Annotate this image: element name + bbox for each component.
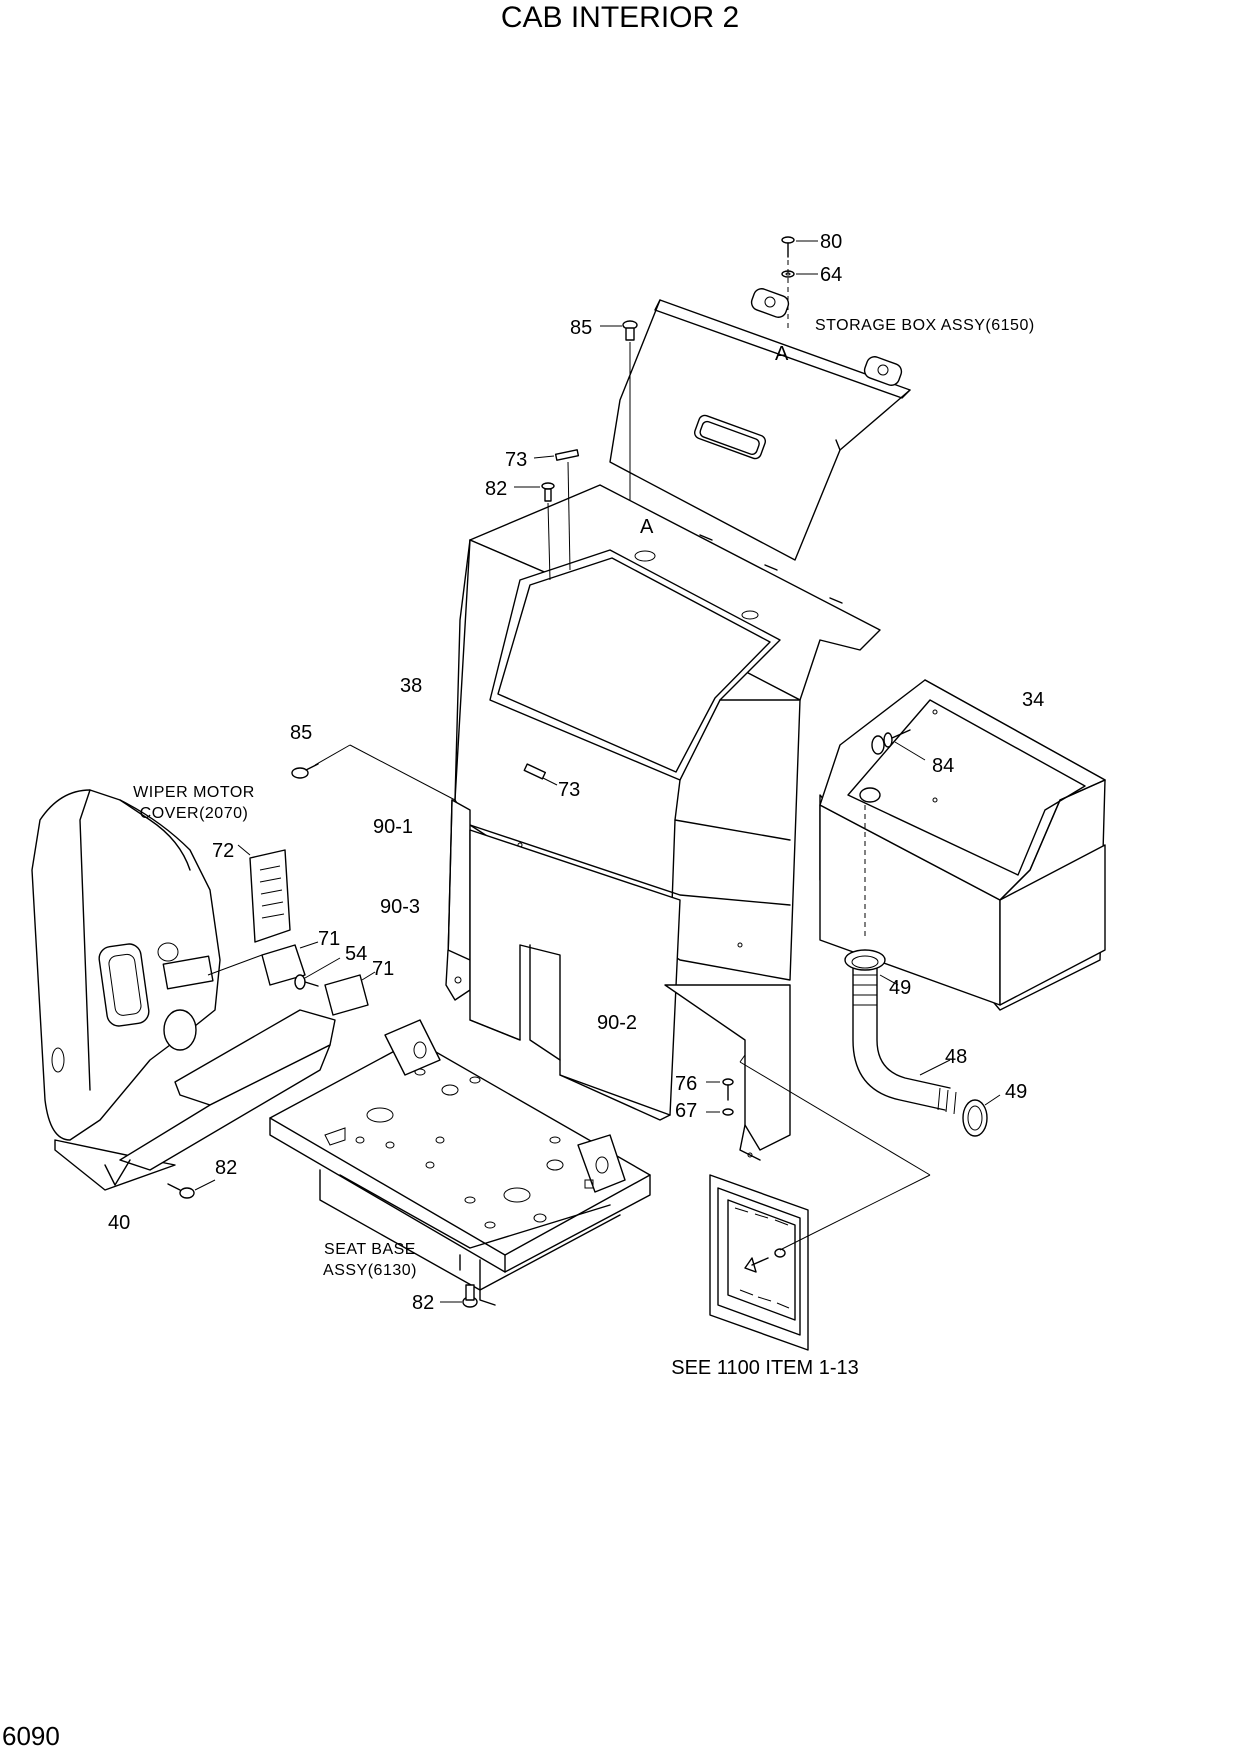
callout-40: 40 [108, 1212, 130, 1234]
wiper-motor-cover-note-line1: WIPER MOTOR [133, 784, 255, 801]
callout-73-lower: 73 [558, 779, 580, 801]
bolt-80-icon [781, 236, 818, 258]
hinge-left [750, 288, 790, 318]
view-a-marker-panel: A [640, 516, 654, 538]
see-reference-note: SEE 1100 ITEM 1-13 [671, 1357, 859, 1379]
cover-40-rail [104, 1009, 336, 1186]
panel-90-2 [469, 829, 681, 1121]
callout-82-top: 82 [485, 478, 507, 500]
callout-71-lower: 71 [372, 958, 394, 980]
callout-54: 54 [345, 943, 367, 965]
callout-73-top: 73 [505, 449, 527, 471]
storage-box-assy-note: STORAGE BOX ASSY(6150) [815, 317, 1035, 334]
bolt-85-top-icon [600, 320, 638, 500]
bolt-76-icon [706, 1078, 734, 1101]
clip-73-lower-icon [523, 763, 558, 786]
clip-73-top-icon [533, 449, 580, 571]
bolt-84-icon [871, 729, 926, 761]
wing-screw-icon [744, 1248, 786, 1273]
callout-67: 67 [675, 1100, 697, 1122]
callout-90-2: 90-2 [597, 1012, 637, 1034]
seat-base-assy-note-line2: ASSY(6130) [323, 1262, 417, 1279]
access-cover-panel [709, 1174, 809, 1351]
vent-72-icon [237, 844, 291, 943]
view-a-marker-top: A [775, 343, 789, 365]
side-panel [664, 984, 791, 1161]
washer-64-icon [781, 270, 818, 278]
duct-71-upper [261, 941, 319, 986]
drain-hose-48 [852, 964, 957, 1115]
seat-base-plate [269, 1019, 651, 1273]
callout-72: 72 [212, 840, 234, 862]
screw-54-icon [294, 957, 341, 990]
page-number: 6090 [2, 1721, 60, 1751]
callout-71-upper: 71 [318, 928, 340, 950]
hinge-right [863, 356, 903, 386]
wiper-motor-cover-note-line2: COVER(2070) [140, 805, 249, 822]
callout-84: 84 [932, 755, 954, 777]
seat-base-assy-note-line1: SEAT BASE [324, 1241, 416, 1258]
callout-49-end: 49 [1005, 1081, 1027, 1103]
hose-clamp-49-end [962, 1099, 988, 1137]
callout-38: 38 [400, 675, 422, 697]
screw-82-left-icon [167, 1179, 216, 1199]
storage-box-lid [609, 288, 911, 561]
callout-85-left: 85 [290, 722, 312, 744]
hose-clamp-49-top [844, 949, 886, 971]
wiper-motor-cover-40 [31, 789, 221, 1191]
callout-82-left: 82 [215, 1157, 237, 1179]
callout-64: 64 [820, 264, 842, 286]
callout-76: 76 [675, 1073, 697, 1095]
bracket-90-3 [445, 949, 471, 1001]
callout-34: 34 [1022, 689, 1044, 711]
callout-82-bottom: 82 [412, 1292, 434, 1314]
callout-85-top: 85 [570, 317, 592, 339]
callout-48: 48 [945, 1046, 967, 1068]
bolt-85-left-icon [291, 763, 319, 779]
callout-90-3: 90-3 [380, 896, 420, 918]
screw-82-bottom-icon [440, 1284, 478, 1308]
washer-67-icon [706, 1108, 734, 1116]
seat-base-rails [319, 1169, 621, 1306]
screw-82-top-icon [514, 482, 555, 581]
callout-80: 80 [820, 231, 842, 253]
callout-49-top: 49 [889, 977, 911, 999]
duct-71-lower [324, 971, 376, 1016]
diagram-title: CAB INTERIOR 2 [501, 1, 739, 34]
callout-90-1: 90-1 [373, 816, 413, 838]
